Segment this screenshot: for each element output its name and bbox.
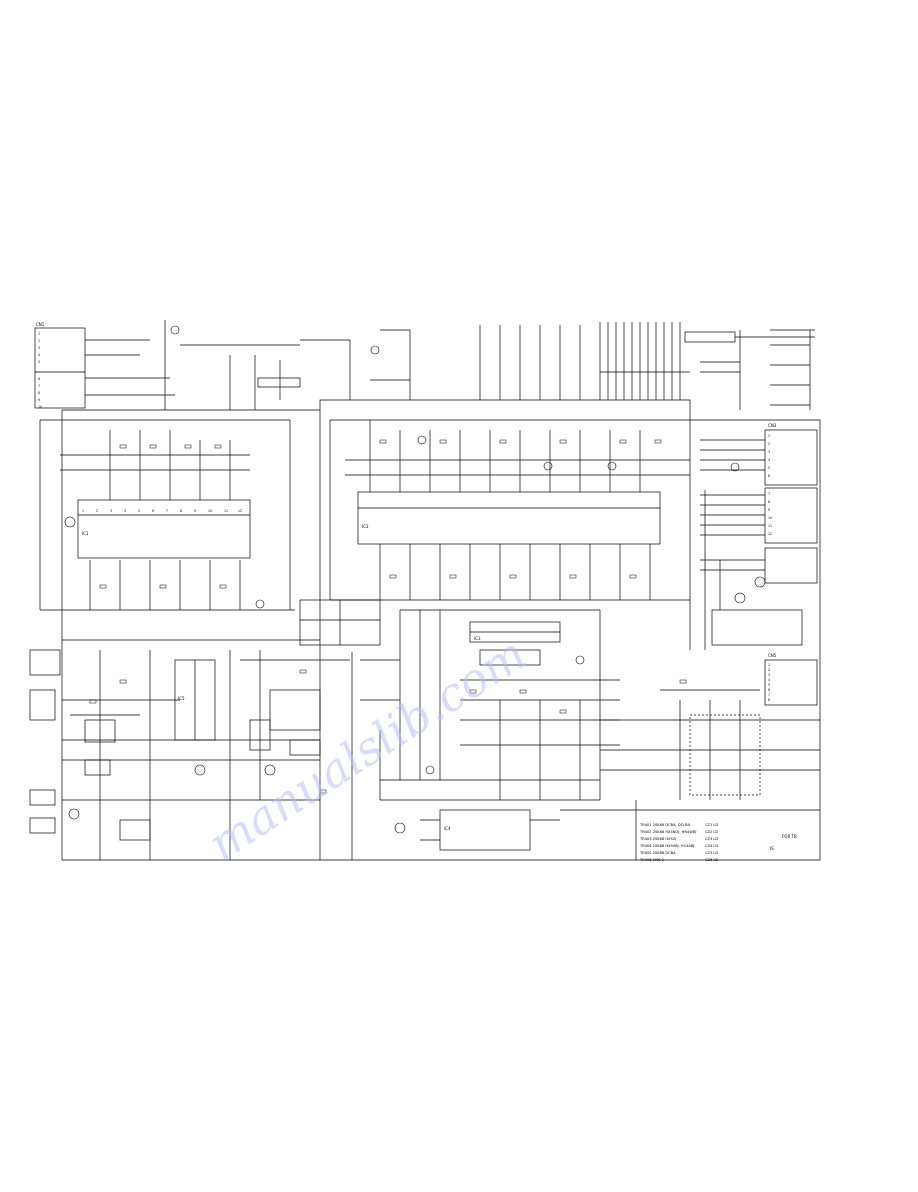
svg-text:8: 8 xyxy=(768,500,770,504)
ic4-label: IC4 xyxy=(444,826,451,831)
svg-text:9: 9 xyxy=(194,509,196,513)
cn3-label: CN3 xyxy=(768,423,777,428)
svg-text:6: 6 xyxy=(152,509,154,513)
svg-text:3: 3 xyxy=(38,346,40,350)
svg-text:8: 8 xyxy=(180,509,182,513)
code-label: IS xyxy=(770,846,774,851)
watermark-text: manualslib.com xyxy=(199,626,536,871)
svg-text:9: 9 xyxy=(768,508,770,512)
svg-text:5: 5 xyxy=(768,466,770,470)
svg-text:3: 3 xyxy=(768,450,770,454)
ic1-label: IC1 xyxy=(82,531,89,536)
svg-text:10: 10 xyxy=(38,405,42,409)
svg-text:CZ3 LD: CZ3 LD xyxy=(705,837,718,841)
svg-text:1: 1 xyxy=(768,434,770,438)
svg-text:TR405 2SK68 DCBA: TR405 2SK68 DCBA xyxy=(639,851,676,855)
svg-text:5: 5 xyxy=(768,683,770,687)
title-block: TR401 2SK68 DCBA, DCLBA TR402 2SK68 HX5N… xyxy=(639,823,797,862)
connector-cn3: CN3 1 2 3 4 5 6 7 8 9 10 11 12 xyxy=(768,423,777,536)
ic2-label: IC2 xyxy=(362,524,369,529)
svg-text:3: 3 xyxy=(110,509,112,513)
svg-text:CZ2 LD: CZ2 LD xyxy=(705,830,718,834)
svg-text:7: 7 xyxy=(38,384,40,388)
svg-text:6: 6 xyxy=(768,688,770,692)
svg-text:10: 10 xyxy=(768,516,772,520)
svg-text:6: 6 xyxy=(768,474,770,478)
svg-text:5: 5 xyxy=(138,509,140,513)
connector-cn5: CN5 1 2 3 4 5 6 7 8 xyxy=(768,653,777,702)
svg-text:11: 11 xyxy=(768,524,772,528)
resistor-symbols xyxy=(89,439,687,794)
svg-text:2: 2 xyxy=(768,668,770,672)
svg-text:3: 3 xyxy=(768,673,770,677)
svg-text:4: 4 xyxy=(38,353,40,357)
ic3-label: IC3 xyxy=(474,636,481,641)
svg-text:10: 10 xyxy=(208,509,212,513)
svg-text:CZ5 LD: CZ5 LD xyxy=(705,851,718,855)
svg-text:4: 4 xyxy=(768,458,770,462)
svg-text:TR401 2SK68 DCBA, DCLBA: TR401 2SK68 DCBA, DCLBA xyxy=(639,823,691,827)
svg-text:TR402 2SK68 HX5NOJ, HN4WBJ: TR402 2SK68 HX5NOJ, HN4WBJ xyxy=(639,830,696,834)
svg-text:CZ4 LD: CZ4 LD xyxy=(705,844,718,848)
svg-text:2: 2 xyxy=(768,442,770,446)
svg-text:7: 7 xyxy=(166,509,168,513)
svg-text:TR406 HNB 2: TR406 HNB 2 xyxy=(639,858,664,862)
svg-text:8: 8 xyxy=(768,698,770,702)
ic-labels: IC1 IC2 IC3 IC4 IC5 xyxy=(82,524,481,831)
svg-text:5: 5 xyxy=(38,360,40,364)
svg-text:4: 4 xyxy=(124,509,126,513)
transistor-symbols xyxy=(64,325,766,834)
svg-text:8: 8 xyxy=(38,391,40,395)
svg-text:TR404 2SK68 HX50BJ, HC4ABJ: TR404 2SK68 HX50BJ, HC4ABJ xyxy=(639,844,694,848)
schematic-wires xyxy=(29,320,821,861)
svg-text:7: 7 xyxy=(768,693,770,697)
svg-text:CZ6 LD: CZ6 LD xyxy=(705,858,718,862)
svg-text:2: 2 xyxy=(38,339,40,343)
svg-text:CZ1 LD: CZ1 LD xyxy=(705,823,718,827)
svg-text:TR403 2SK68 HX5ZJ: TR403 2SK68 HX5ZJ xyxy=(639,837,676,841)
model-label: FOR TB xyxy=(782,834,797,839)
svg-text:11: 11 xyxy=(224,509,228,513)
svg-text:1: 1 xyxy=(768,663,770,667)
svg-text:9: 9 xyxy=(38,398,40,402)
cn5-label: CN5 xyxy=(768,653,777,658)
svg-text:7: 7 xyxy=(768,492,770,496)
ic5-label: IC5 xyxy=(178,696,185,701)
svg-text:2: 2 xyxy=(96,509,98,513)
cn1-label: CN1 xyxy=(36,322,45,327)
svg-text:1: 1 xyxy=(82,509,84,513)
svg-text:1: 1 xyxy=(38,332,40,336)
svg-text:4: 4 xyxy=(768,678,770,682)
svg-text:6: 6 xyxy=(38,377,40,381)
svg-text:12: 12 xyxy=(238,509,242,513)
connector-cn1: CN1 1 2 3 4 5 6 7 8 9 10 xyxy=(36,322,45,409)
svg-text:12: 12 xyxy=(768,532,772,536)
